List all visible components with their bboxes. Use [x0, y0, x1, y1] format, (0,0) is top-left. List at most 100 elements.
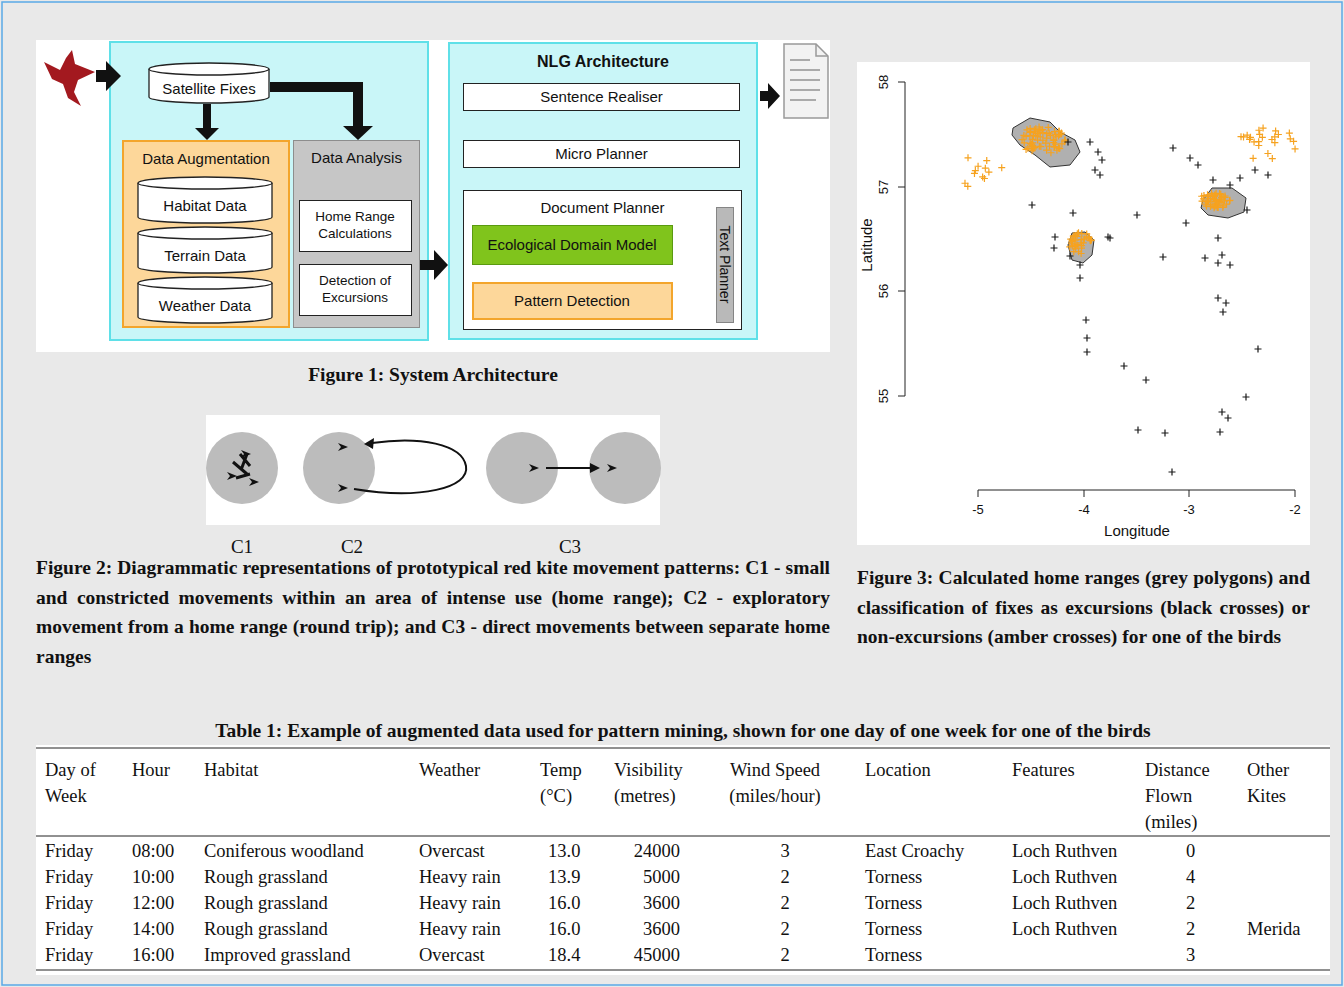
input-arrow [96, 61, 121, 91]
node-text: Sentence Realiser [540, 88, 663, 106]
process-box: Micro Planner [463, 140, 740, 168]
text-label: Visibility (metres) [614, 757, 694, 809]
fix-cross [1227, 262, 1234, 269]
fix-cross [1083, 317, 1090, 324]
fix-cross [1275, 131, 1282, 138]
connector [420, 250, 448, 280]
fix-cross [1037, 143, 1044, 150]
fix-cross [1287, 135, 1294, 142]
node-text: Text Planner [716, 226, 733, 304]
output-arrow [760, 83, 780, 109]
text-label: 16:00 [132, 942, 192, 968]
node-text: Pattern Detection [514, 292, 630, 310]
arrow-head [364, 438, 374, 449]
axis-label: 55 [876, 389, 892, 403]
architecture-box: NLG ArchitectureSentence RealiserMicro P… [448, 42, 758, 340]
text-label: Features [1012, 757, 1142, 783]
fix-cross [1222, 194, 1229, 201]
text-label: -4 [1064, 502, 1104, 518]
document-fold [816, 44, 828, 56]
text-label: Table 1: Example of augmented data used … [36, 716, 1330, 746]
bird-mark [338, 443, 348, 451]
fix-cross [1051, 245, 1058, 252]
axis-label: 56 [876, 284, 892, 298]
text-label: Longitude [1087, 522, 1187, 540]
fix-cross [1219, 252, 1226, 259]
text-label: Temp (°C) [540, 757, 595, 809]
fix-cross [1087, 139, 1094, 146]
table-panel [36, 745, 1330, 975]
module-box: Pattern Detection [472, 282, 673, 320]
node-text: Habitat Data [163, 197, 246, 215]
fix-cross [1260, 125, 1267, 132]
database-cylinder: Habitat Data [137, 176, 273, 224]
fix-cross [1292, 145, 1299, 152]
text-label: 12:00 [132, 890, 192, 916]
text-label: Friday [45, 864, 125, 890]
text-label: Rough grassland [204, 916, 404, 942]
fix-cross [1085, 234, 1092, 241]
text-label: 13.9 [548, 864, 603, 890]
fix-cross [1162, 430, 1169, 437]
fix-cross [1084, 335, 1091, 342]
text-label: Friday [45, 838, 125, 864]
text-label: Loch Ruthven [1012, 838, 1142, 864]
cylinder-top [138, 277, 272, 289]
fix-cross [1183, 220, 1190, 227]
text-label: 2 [720, 916, 850, 942]
fix-cross [1259, 134, 1266, 141]
node-text: Detection of Excursions [300, 273, 411, 305]
node-text: Micro Planner [555, 145, 648, 163]
fix-cross [1170, 145, 1177, 152]
plot [898, 82, 1299, 497]
x-axis [978, 490, 1295, 497]
database-cylinder: Satellite Fixes [148, 62, 270, 104]
group-box: Document PlannerEcological Domain ModelP… [463, 190, 742, 330]
process-box: Detection of Excursions [299, 264, 412, 316]
text-label: -5 [958, 502, 998, 518]
fix-cross [998, 164, 1005, 171]
fix-cross [1169, 469, 1176, 476]
fix-cross [1070, 210, 1077, 217]
text-label: Location [865, 757, 1005, 783]
connector [195, 104, 219, 140]
bird-mark [249, 478, 259, 486]
fix-cross [1031, 144, 1038, 151]
fix-cross [1056, 145, 1063, 152]
fix-cross [965, 154, 972, 161]
fix-cross [1023, 126, 1030, 133]
fix-cross [1223, 300, 1230, 307]
fix-cross [1038, 127, 1045, 134]
text-label: 3600 [600, 890, 680, 916]
fix-cross [1198, 193, 1205, 200]
fix-cross [1216, 190, 1223, 197]
bird-mark [607, 464, 617, 472]
fix-cross [1240, 133, 1247, 140]
figure-panel [206, 415, 660, 525]
bird-mark [227, 472, 237, 480]
round-trip-arrow [354, 441, 466, 494]
text-label: Figure 3: Calculated home ranges (grey p… [857, 563, 1310, 652]
fix-cross [1073, 233, 1080, 240]
connector [270, 87, 373, 140]
cylinder-top [149, 63, 269, 75]
fix-cross [1215, 295, 1222, 302]
fix-cross [1084, 349, 1091, 356]
bird-mark [529, 464, 539, 472]
connector-line [270, 87, 358, 127]
text-label: Distance Flown (miles) [1145, 757, 1225, 835]
fix-cross [983, 157, 990, 164]
fix-cross [1077, 275, 1084, 282]
figure-panel [36, 40, 830, 352]
fix-cross [1202, 255, 1209, 262]
text-label: Loch Ruthven [1012, 864, 1142, 890]
text-label: Rough grassland [204, 864, 404, 890]
y-axis [898, 82, 905, 396]
fix-cross [1227, 182, 1234, 189]
home-range-polygon [1068, 232, 1094, 263]
fix-cross [1143, 377, 1150, 384]
fix-cross [1073, 241, 1080, 248]
text-label: Loch Ruthven [1012, 916, 1142, 942]
